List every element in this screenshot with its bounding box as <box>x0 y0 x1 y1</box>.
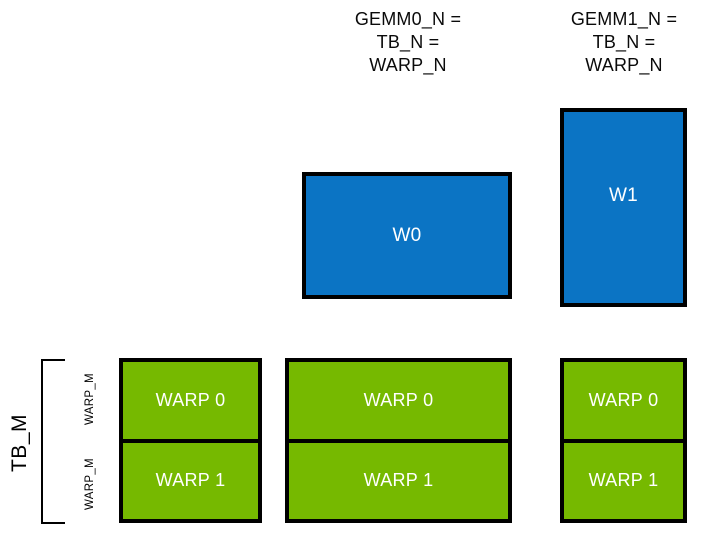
blue-box-w0-label: W0 <box>392 224 422 246</box>
green-cell-col0-warp0-label: WARP 0 <box>155 389 226 410</box>
green-cell-col0-warp0: WARP 0 <box>123 362 258 439</box>
green-cell-col1-warp1-label: WARP 1 <box>363 470 434 491</box>
column-header-gemm0: GEMM0_N = TB_N = WARP_N <box>354 9 462 75</box>
green-cell-col0-warp1-label: WARP 1 <box>155 470 226 491</box>
green-cell-col2-warp0: WARP 0 <box>564 362 683 439</box>
column-header-gemm1: GEMM1_N = TB_N = WARP_N <box>570 9 678 75</box>
green-cell-col2-warp1: WARP 1 <box>564 438 683 519</box>
blue-box-w1-label: W1 <box>608 184 639 206</box>
green-cell-col1-warp1: WARP 1 <box>289 438 508 519</box>
green-stack-col0: WARP 0 WARP 1 <box>119 358 262 523</box>
green-stack-col1: WARP 0 WARP 1 <box>285 358 512 523</box>
green-cell-col2-warp0-label: WARP 0 <box>588 389 659 410</box>
green-stack-col2: WARP 0 WARP 1 <box>560 358 687 523</box>
axis-label-warp-m-upper: WARP_M <box>84 373 96 425</box>
tb-m-bracket <box>41 359 65 524</box>
blue-box-w0: W0 <box>302 172 512 299</box>
green-cell-col1-warp0: WARP 0 <box>289 362 508 439</box>
green-cell-col2-warp1-label: WARP 1 <box>588 470 659 491</box>
green-cell-col0-warp1: WARP 1 <box>123 438 258 519</box>
blue-box-w1: W1 <box>560 108 687 307</box>
green-cell-col1-warp0-label: WARP 0 <box>363 389 434 410</box>
axis-label-warp-m-lower: WARP_M <box>84 458 96 510</box>
axis-label-tb-m: TB_M <box>8 414 31 473</box>
